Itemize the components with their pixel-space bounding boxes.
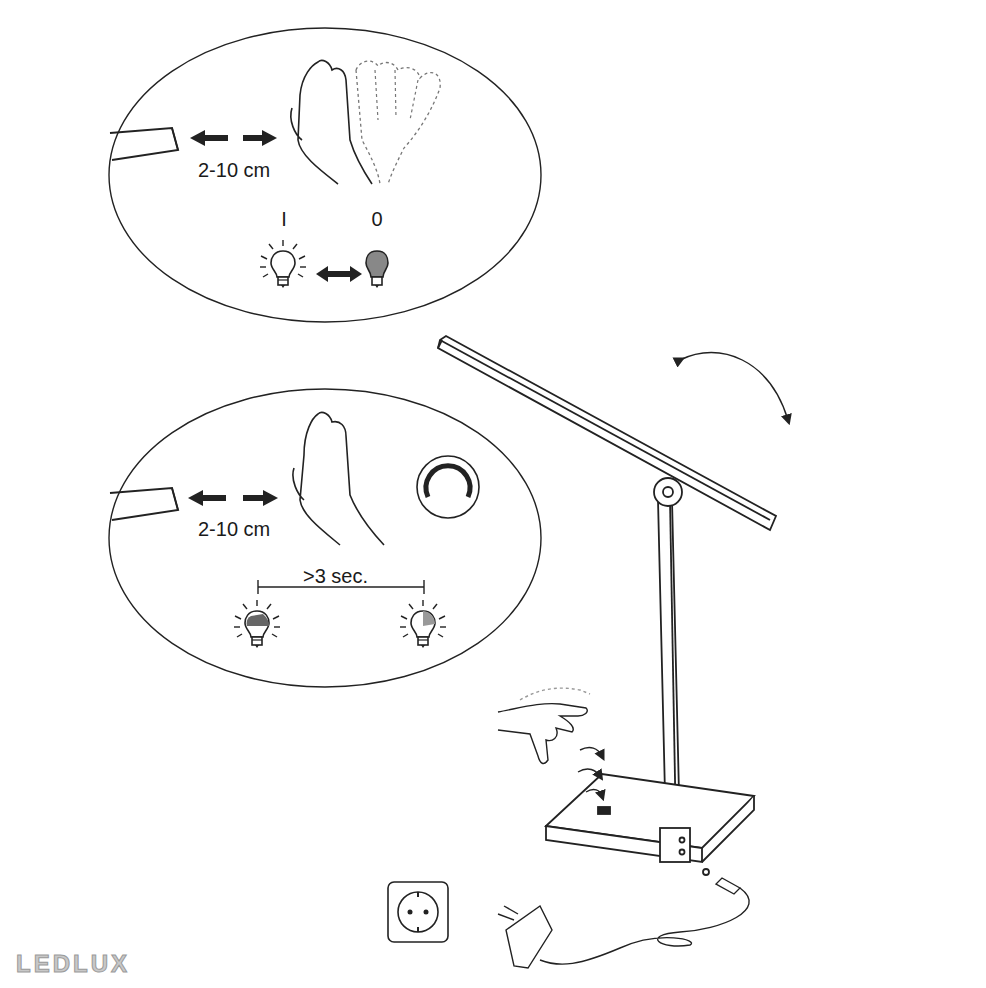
ellipse-outline bbox=[108, 27, 542, 323]
callout-top-art bbox=[110, 60, 440, 288]
socket-icon bbox=[388, 882, 448, 942]
desk-lamp bbox=[438, 336, 776, 875]
callout-text: >3 sec. bbox=[303, 566, 368, 586]
callout-text: I bbox=[281, 209, 287, 229]
callout-bottom-art bbox=[110, 412, 479, 648]
watermark: LEDLUX bbox=[16, 950, 130, 978]
ellipse-outline bbox=[108, 388, 542, 688]
callout-text: 0 bbox=[371, 209, 382, 229]
callout-ellipse: 2-10 cm >3 sec. bbox=[108, 388, 542, 688]
callout-text: 2-10 cm bbox=[198, 519, 270, 539]
rotate-arrow bbox=[680, 353, 788, 421]
power-adapter bbox=[498, 878, 749, 968]
callout-text: 2-10 cm bbox=[198, 160, 270, 180]
callout-ellipse: 2-10 cm I 0 bbox=[108, 27, 542, 323]
hand-gesture bbox=[498, 688, 602, 796]
